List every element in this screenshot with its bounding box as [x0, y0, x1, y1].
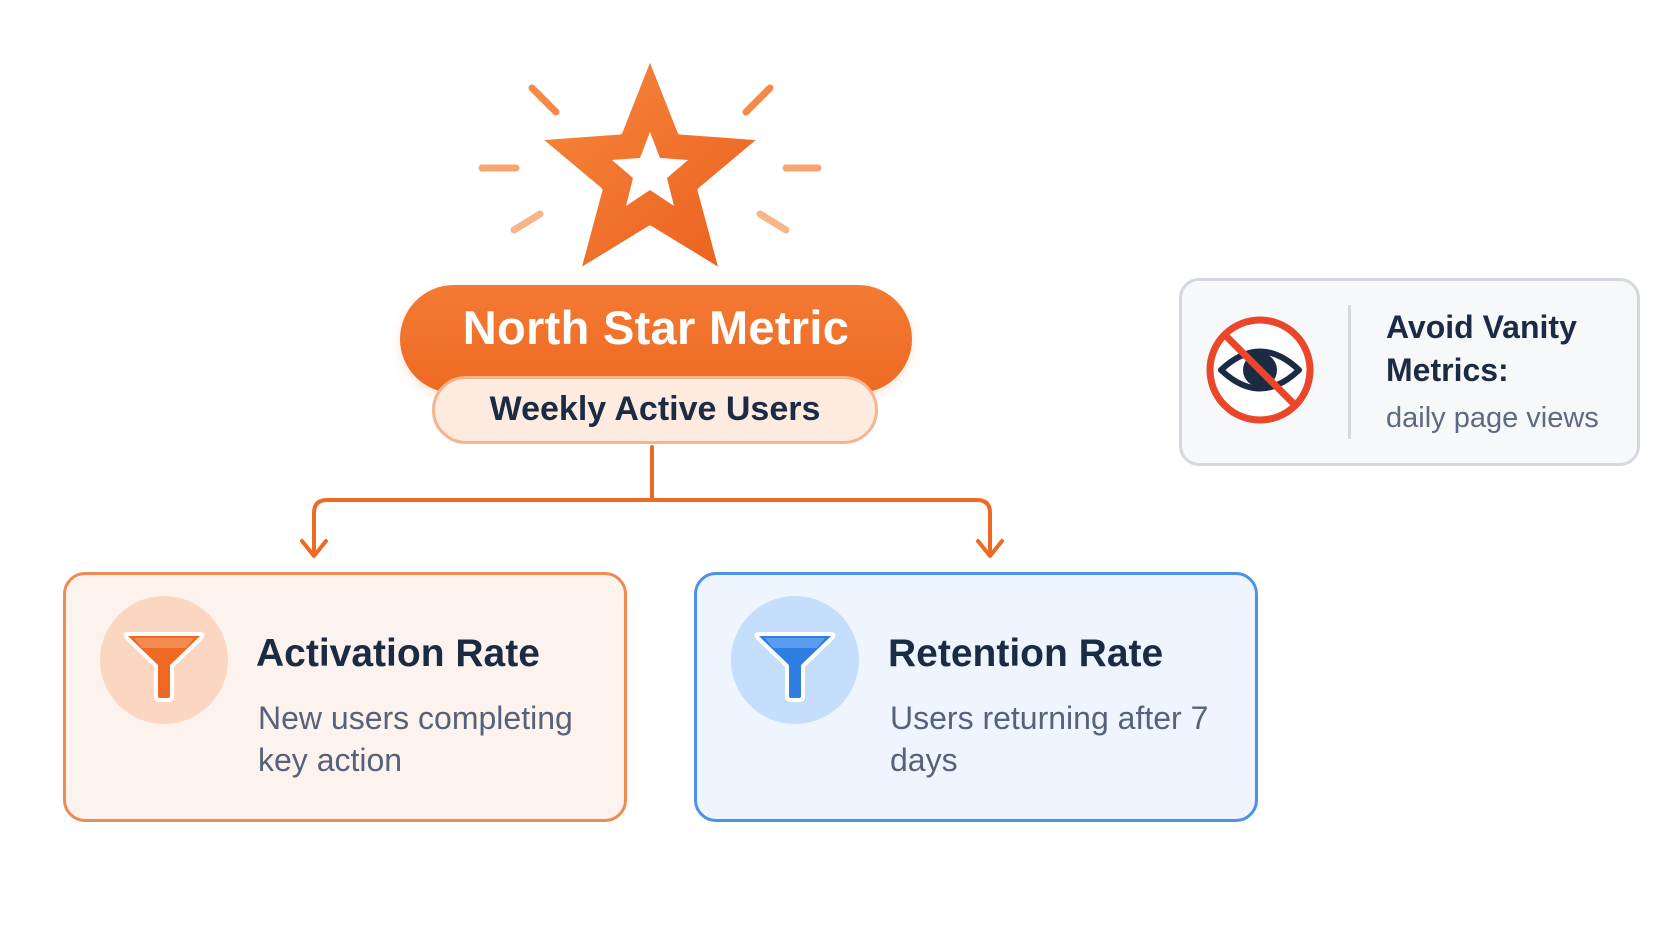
retention-rate-description: Users returning after 7 days: [890, 700, 1209, 778]
north-star-pill: [400, 285, 912, 393]
vanity-metrics-title: Avoid Vanity Metrics:: [1386, 309, 1577, 388]
inner-star-shape: [612, 132, 688, 206]
north-star-title: North Star Metric: [462, 301, 850, 354]
branch-line-left: [312, 498, 654, 554]
funnel-icon: [123, 632, 205, 702]
activation-rate-description: New users completing key action: [258, 700, 573, 778]
star-icon: [478, 53, 822, 275]
branch-line-right: [650, 498, 992, 554]
sparkle-rays: [478, 84, 822, 234]
retention-rate-title: Retention Rate: [888, 632, 1164, 675]
vanity-metrics-example: daily page views: [1386, 402, 1599, 434]
north-star-metric-pill: [432, 376, 878, 444]
arrowhead-left: [300, 539, 328, 558]
north-star-metric-label: Weekly Active Users: [489, 390, 821, 428]
vanity-divider: [1348, 305, 1351, 439]
eye-slash-icon: [1206, 316, 1314, 424]
funnel-icon: [754, 632, 836, 702]
arrowhead-right: [976, 539, 1004, 558]
activation-rate-title: Activation Rate: [256, 632, 540, 675]
